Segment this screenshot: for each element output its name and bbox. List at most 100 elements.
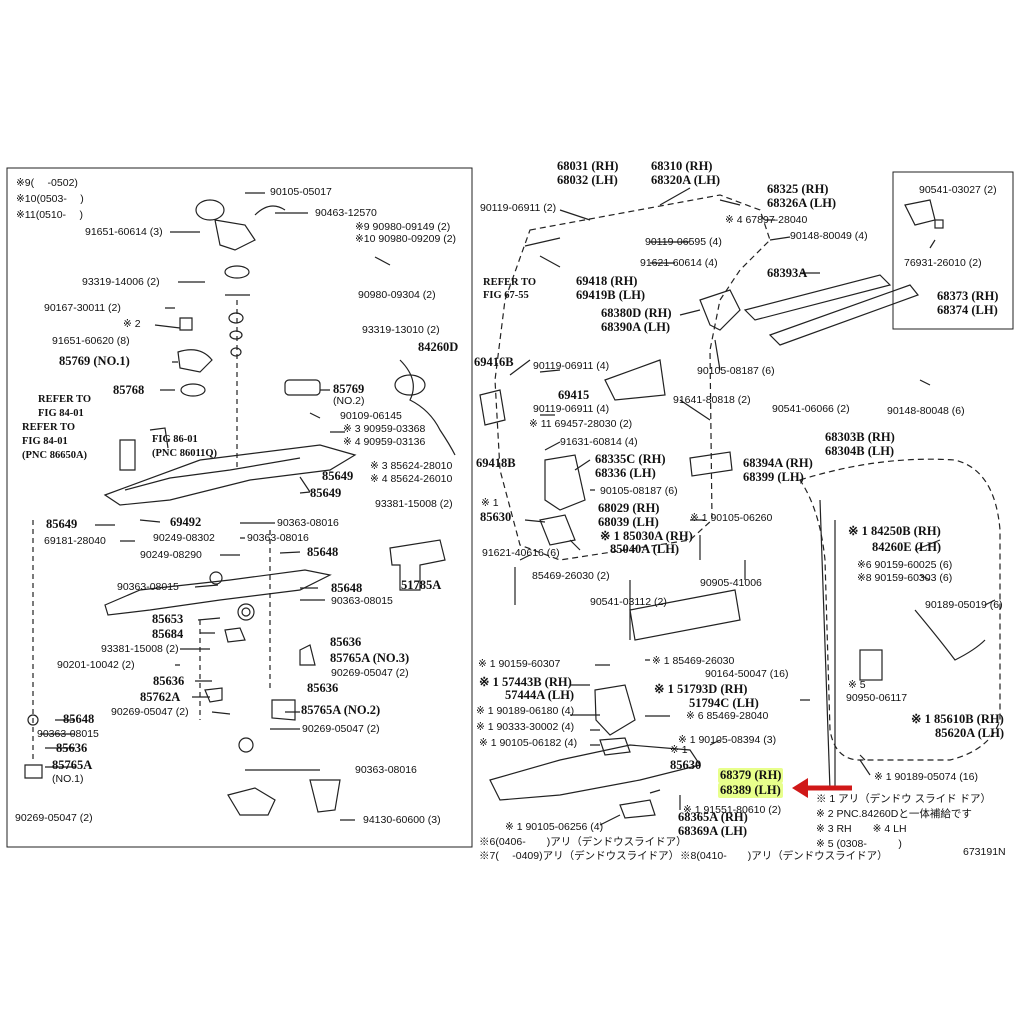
note-10: ※10(0503- ) <box>16 193 84 205</box>
part-label: 85765A (NO.3) <box>330 651 410 665</box>
part-label: 90950-06117 <box>846 692 908 704</box>
part-label: (PNC 86650A) <box>22 450 88 461</box>
part-label: 91651-60620 (8) <box>52 335 130 347</box>
part-label: REFER TO <box>22 422 76 433</box>
part-label: 90201-10042 (2) <box>57 659 135 671</box>
inset-label: 90541-03027 (2) <box>919 184 997 196</box>
part-label: ※8 90159-60303 (6) <box>857 572 953 584</box>
part-label: 90167-30011 (2) <box>44 302 121 314</box>
part-label: 91621-60614 (4) <box>640 257 718 269</box>
part-label: 90905-41006 <box>700 577 762 589</box>
part-label: 85636 <box>330 635 362 649</box>
part-label: FIG 67-55 <box>483 290 529 301</box>
part-label: ※ 1 90159-60307 <box>478 658 561 670</box>
part-label: 90249-08302 <box>153 532 215 544</box>
part-label: 68304B (LH) <box>825 444 895 458</box>
part-label: 90269-05047 (2) <box>111 706 189 718</box>
part-label: 85649 <box>322 469 354 483</box>
part-label: 68303B (RH) <box>825 430 895 444</box>
part-label: 85762A <box>140 690 181 704</box>
part-label: 90980-09304 (2) <box>358 289 436 301</box>
part-label: 69415 <box>558 388 590 402</box>
part-label: 85636 <box>56 741 88 755</box>
part-label: 68320A (LH) <box>651 173 721 187</box>
part-label: 94130-60600 (3) <box>363 814 441 826</box>
part-label: 85636 <box>153 674 185 688</box>
part-label: 84260E (LH) <box>872 540 942 554</box>
part-label: (NO.2) <box>333 395 365 407</box>
part-label: 93381-15008 (2) <box>101 643 179 655</box>
part-label: ※9 90980-09149 (2) <box>355 221 451 233</box>
part-label: FIG 86-01 <box>152 434 198 445</box>
footnote: ※6(0406- )アリ（デンドウスライドア） <box>479 836 687 848</box>
highlighted-part-rh: 68379 (RH) <box>718 768 784 783</box>
part-label: 90269-05047 (2) <box>302 723 380 735</box>
part-label: 84260D <box>418 340 459 354</box>
note-9: ※9( -0502) <box>16 177 78 189</box>
note-11: ※11(0510- ) <box>16 209 83 221</box>
part-label: ※ 4 90959-03136 <box>343 436 426 448</box>
part-label: 69418 (RH) <box>576 274 638 288</box>
part-label: ※10 90980-09209 (2) <box>355 233 457 245</box>
footnote: ※8(0410- )アリ（デンドウスライドア） <box>680 850 888 862</box>
part-label: 90269-05047 (2) <box>15 812 93 824</box>
part-label: 68369A (LH) <box>678 824 748 838</box>
part-label: 68365A (RH) <box>678 810 748 824</box>
part-label: 90189-05019 (6) <box>925 599 1003 611</box>
part-label: ※ 1 90105-06260 <box>690 512 773 524</box>
part-label: 90148-80049 (4) <box>790 230 868 242</box>
part-label: ※ 1 90105-06256 (4) <box>505 821 604 833</box>
part-label: ※ 3 85624-28010 <box>370 460 453 472</box>
part-label: 85768 <box>113 383 145 397</box>
part-label: 85649 <box>310 486 342 500</box>
part-label: 90105-08187 (6) <box>697 365 775 377</box>
part-label: 85649 <box>46 517 78 531</box>
part-label: ※ 1 84250B (RH) <box>848 524 941 538</box>
part-label: 68310 (RH) <box>651 159 713 173</box>
part-label: REFER TO <box>38 394 92 405</box>
part-label: 85469-26030 (2) <box>532 570 610 582</box>
part-label: 68039 (LH) <box>598 515 659 529</box>
part-label: 68394A (RH) <box>743 456 813 470</box>
part-label: 85769 <box>333 382 365 396</box>
part-label: ※ 11 69457-28030 (2) <box>529 418 633 430</box>
legend-line: ※ 2 PNC.84260Dと一体補給です <box>816 808 972 820</box>
part-label: 93319-14006 (2) <box>82 276 160 288</box>
part-label: 68335C (RH) <box>595 452 666 466</box>
part-label: 85765A <box>52 758 93 772</box>
part-label: ※ 1 90189-06180 (4) <box>476 705 575 717</box>
part-label: ※ 1 85610B (RH) <box>911 712 1004 726</box>
part-label: 91651-60614 (3) <box>85 226 163 238</box>
part-label: 85040A (LH) <box>610 542 680 556</box>
part-label: 69418B <box>476 456 516 470</box>
part-label: FIG 84-01 <box>22 436 68 447</box>
part-label: 90363-08016 <box>247 532 309 544</box>
part-label: 85653 <box>152 612 184 626</box>
part-label: 69419B (LH) <box>576 288 646 302</box>
part-label: 90105-08187 (6) <box>600 485 678 497</box>
part-label: 85636 <box>307 681 339 695</box>
part-label: REFER TO <box>483 277 537 288</box>
part-label: 91621-40616 (6) <box>482 547 560 559</box>
part-label: ※ 1 85030A (RH) <box>600 529 693 543</box>
part-label: 68029 (RH) <box>598 501 660 515</box>
part-label: 90105-05017 <box>270 186 332 198</box>
part-label: ※ 4 67897-28040 <box>725 214 808 226</box>
part-label: ※ 3 90959-03368 <box>343 423 426 435</box>
part-label: 68325 (RH) <box>767 182 829 196</box>
part-label: 85769 (NO.1) <box>59 354 130 368</box>
part-label: 90119-06595 (4) <box>645 236 722 248</box>
legend-line: ※ 3 RH ※ 4 LH <box>816 823 907 835</box>
part-label: 90363-08015 <box>117 581 179 593</box>
part-label: 91631-60814 (4) <box>560 436 638 448</box>
part-label: 85648 <box>331 581 363 595</box>
left-panel-frame <box>6 167 473 848</box>
part-label: ※ 1 90105-06182 (4) <box>479 737 578 749</box>
part-label: 90463-12570 <box>315 207 377 219</box>
part-label: 93381-15008 (2) <box>375 498 453 510</box>
footnote: ※7( -0409)アリ（デンドウスライドア） <box>479 850 680 862</box>
part-label: 85630 <box>670 758 702 772</box>
part-label: ※ 5 <box>848 679 866 691</box>
legend-line: ※ 5 (0308- ) <box>816 838 902 850</box>
part-label: 69492 <box>170 515 202 529</box>
